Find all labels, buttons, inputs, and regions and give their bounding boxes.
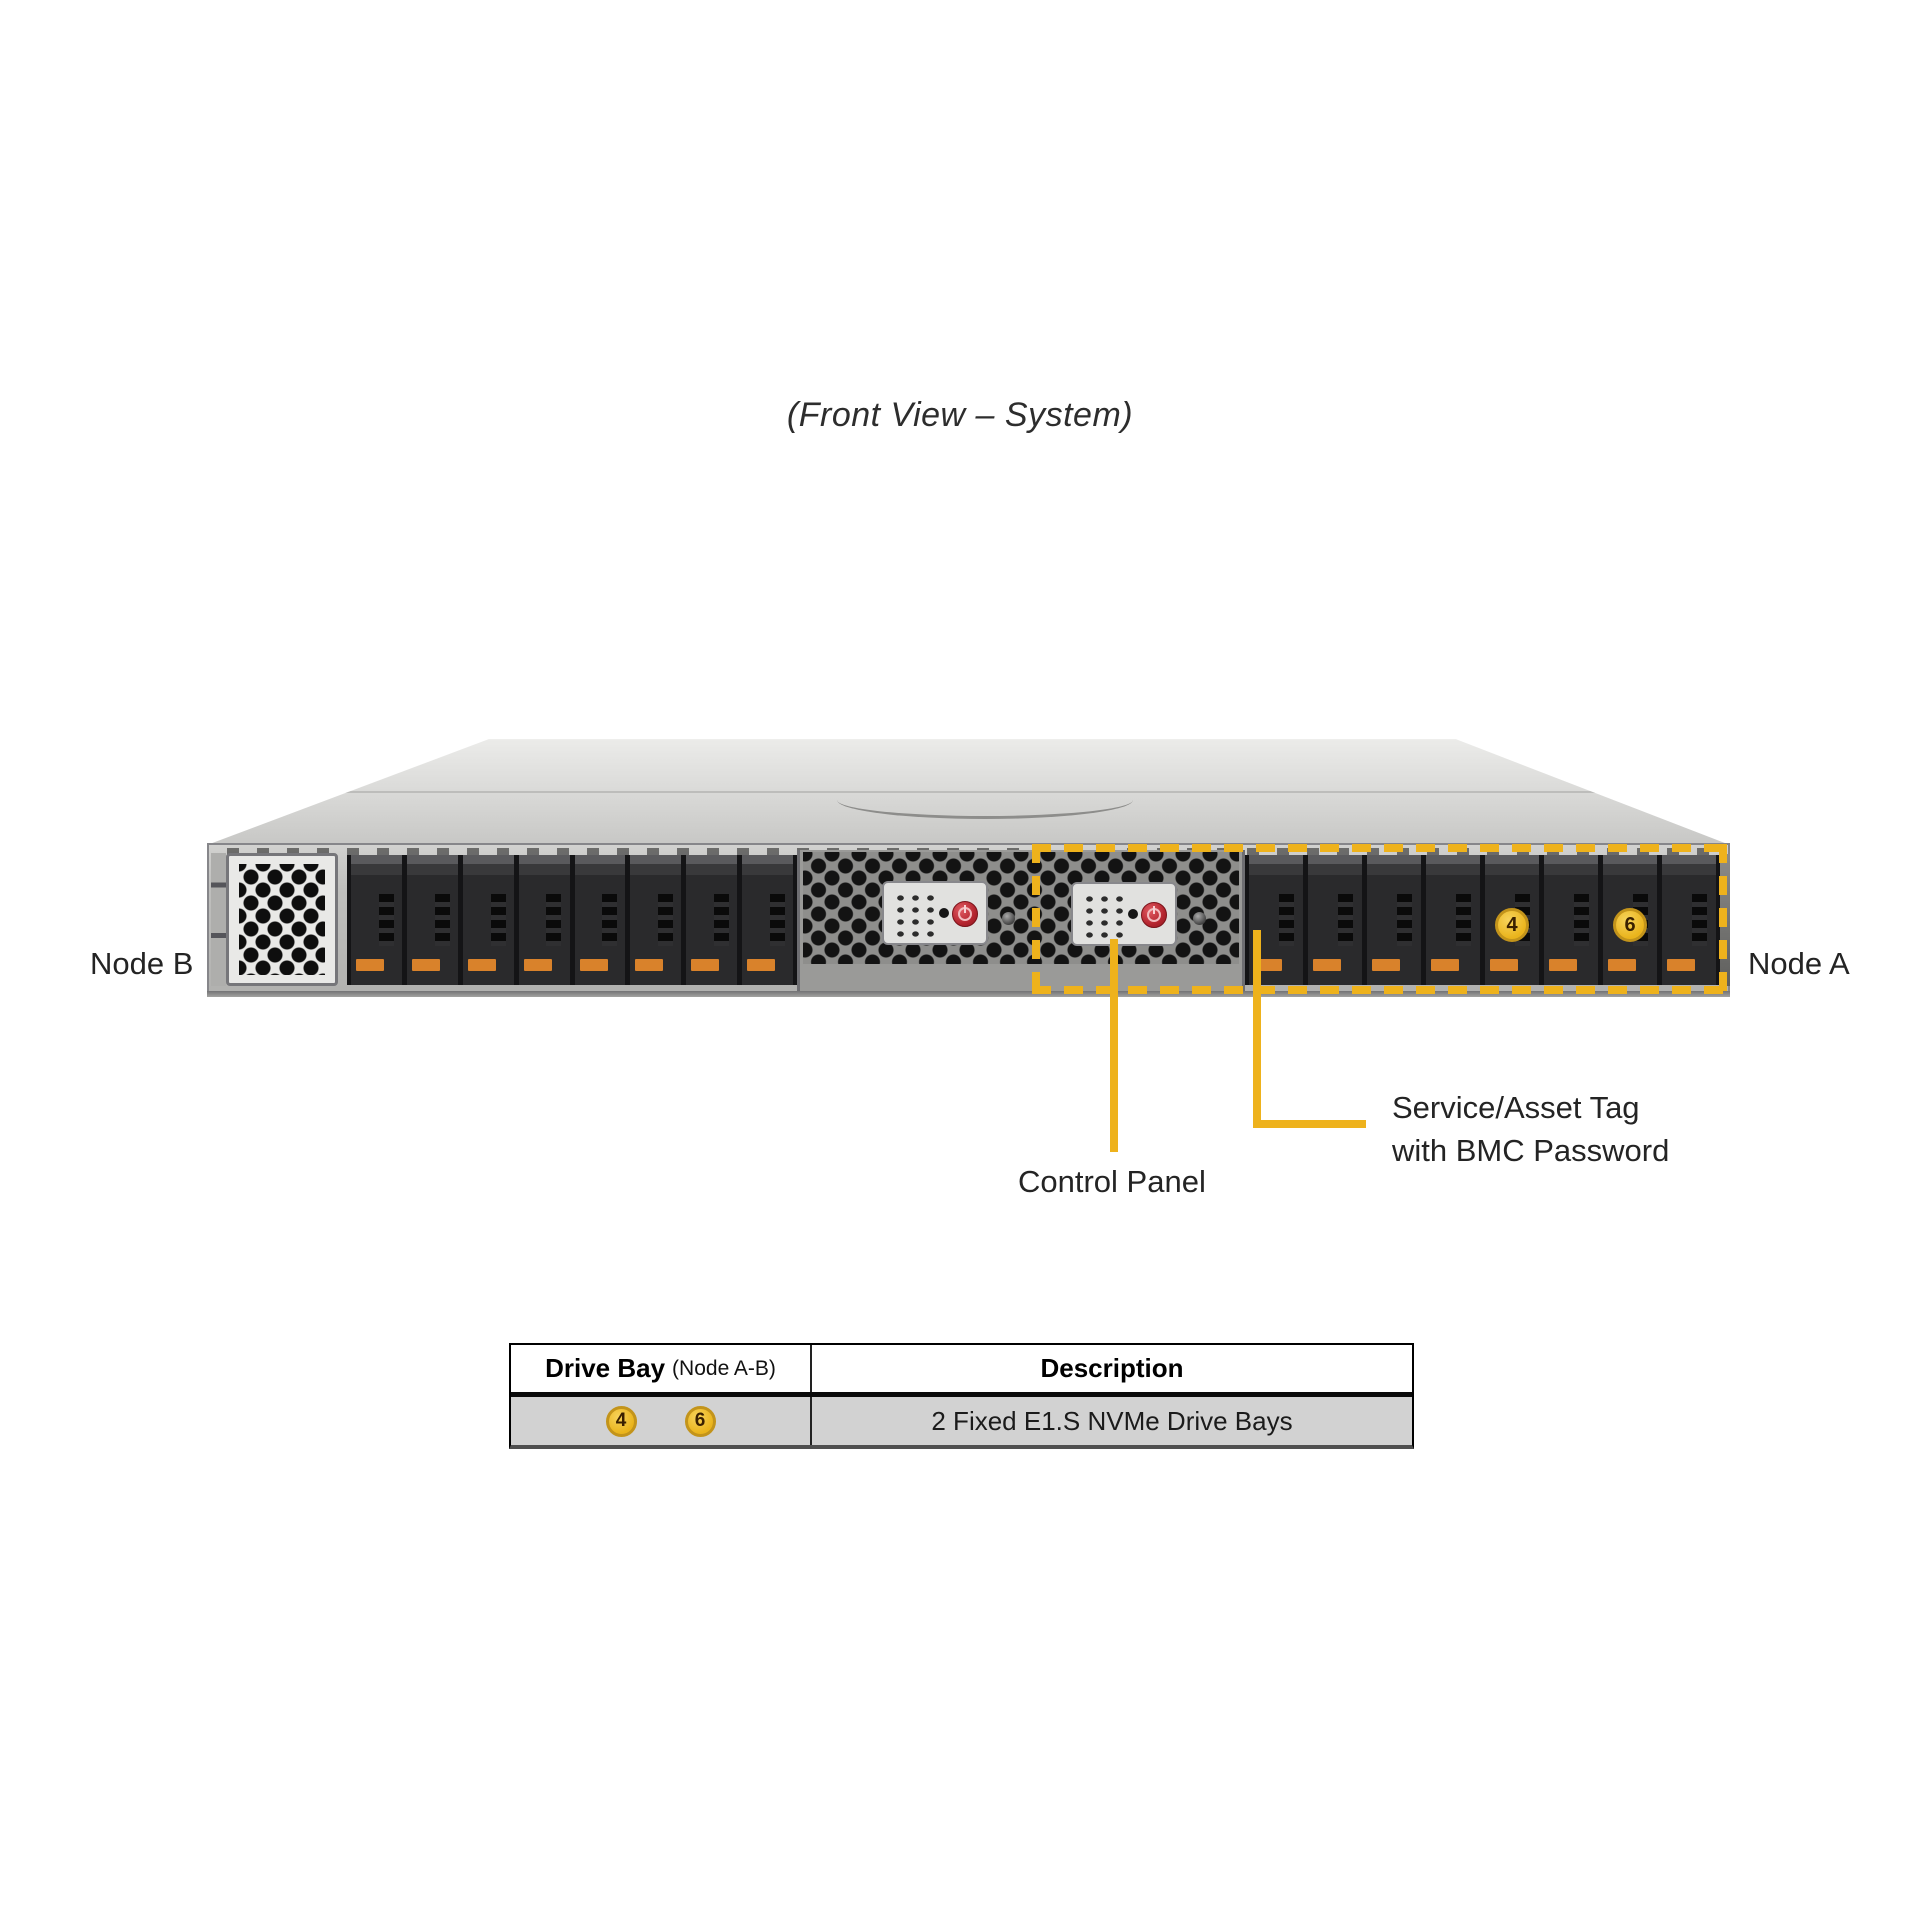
power-button-icon bbox=[1141, 902, 1167, 928]
drive-bay bbox=[630, 855, 682, 985]
led-indicator-grid bbox=[891, 890, 935, 938]
right-edge-strip bbox=[1720, 854, 1730, 986]
drive-bay bbox=[1367, 855, 1421, 985]
drive-bay-number-badge: 6 bbox=[684, 1405, 716, 1437]
callout-line-service-tag-vertical bbox=[1253, 930, 1261, 1128]
node-a-label: Node A bbox=[1748, 946, 1850, 981]
control-panel-section bbox=[797, 850, 1245, 991]
drive-bay bbox=[406, 855, 458, 985]
drive-bay: 6 bbox=[1603, 855, 1657, 985]
hex-grille bbox=[226, 853, 338, 986]
chassis-top bbox=[207, 739, 1730, 845]
drive-bay-number-badge: 4 bbox=[605, 1405, 637, 1437]
drive-bay bbox=[1308, 855, 1362, 985]
drive-bay bbox=[351, 855, 402, 985]
table-header-row: Drive Bay (Node A-B) Description bbox=[511, 1345, 1412, 1397]
table-header-description: Description bbox=[1040, 1353, 1184, 1383]
drive-bay bbox=[462, 855, 514, 985]
drive-bay-header-text: Drive Bay bbox=[545, 1353, 666, 1383]
table-cell-description: 2 Fixed E1.S NVMe Drive Bays bbox=[931, 1405, 1293, 1436]
drive-bay bbox=[574, 855, 626, 985]
node-b-label: Node B bbox=[90, 946, 194, 981]
control-panel-plate bbox=[1071, 882, 1177, 946]
callout-line-control-panel bbox=[1110, 939, 1118, 1152]
drive-bay bbox=[1426, 855, 1480, 985]
power-button-icon bbox=[952, 901, 978, 927]
drive-bay bbox=[518, 855, 570, 985]
drive-bay bbox=[742, 855, 793, 985]
chassis-handle-groove bbox=[837, 800, 1133, 819]
callout-line-service-tag-horizontal bbox=[1253, 1120, 1366, 1128]
drive-bay bbox=[686, 855, 738, 985]
drive-bay-number-badge: 6 bbox=[1613, 908, 1647, 942]
drive-bay-header-subtext: (Node A-B) bbox=[672, 1356, 776, 1380]
chassis-bottom-shadow bbox=[207, 991, 1730, 997]
uid-button bbox=[939, 908, 949, 918]
service-tag-label: Service/Asset Tag with BMC Password bbox=[1392, 1086, 1669, 1172]
control-panel-label: Control Panel bbox=[1018, 1164, 1206, 1199]
table-header-drive-bay: Drive Bay (Node A-B) bbox=[511, 1345, 812, 1392]
drive-bay-number-badge: 4 bbox=[1495, 908, 1529, 942]
drive-bay bbox=[1544, 855, 1598, 985]
page-title: (Front View – System) bbox=[786, 396, 1134, 434]
drive-bay bbox=[1662, 855, 1716, 985]
service-tag-label-line1: Service/Asset Tag bbox=[1392, 1090, 1640, 1125]
drive-bay: 4 bbox=[1485, 855, 1539, 985]
uid-button bbox=[1128, 909, 1138, 919]
screw-icon bbox=[1193, 912, 1206, 925]
node-b-bays bbox=[347, 855, 797, 985]
screw-icon bbox=[1002, 912, 1015, 925]
left-latch bbox=[211, 853, 226, 986]
service-tag-label-line2: with BMC Password bbox=[1392, 1133, 1670, 1168]
led-indicator-grid bbox=[1080, 891, 1124, 939]
control-panel-plate bbox=[882, 881, 988, 945]
